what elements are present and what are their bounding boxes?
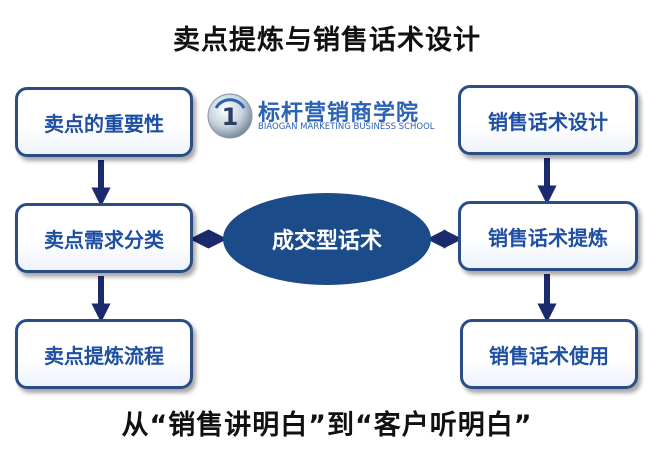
center-ellipse: 成交型话术 xyxy=(223,193,431,285)
box-sales-script-usage: 销售话术使用 xyxy=(460,319,638,389)
logo-english-name: BIAOGAN MARKETING BUSINESS SCHOOL xyxy=(258,122,435,132)
logo-number: 1 xyxy=(222,103,239,131)
diagram-title: 卖点提炼与销售话术设计 xyxy=(173,25,481,56)
logo-name: 标杆营销商学院 xyxy=(258,101,420,126)
box-sales-script-refinement: 销售话术提炼 xyxy=(458,201,638,271)
logo-emblem-icon: 1 xyxy=(207,93,253,139)
box-sales-script-design: 销售话术设计 xyxy=(458,85,638,155)
box-selling-point-demand-classification: 卖点需求分类 xyxy=(15,203,193,273)
box-selling-point-refinement-process: 卖点提炼流程 xyxy=(15,319,193,389)
logo: 1 标杆营销商学院 BIAOGAN MARKETING BUSINESS SCH… xyxy=(206,92,446,142)
diagram-subtitle: 从“销售讲明白”到“客户听明白” xyxy=(121,410,533,441)
box-selling-point-importance: 卖点的重要性 xyxy=(15,87,193,157)
